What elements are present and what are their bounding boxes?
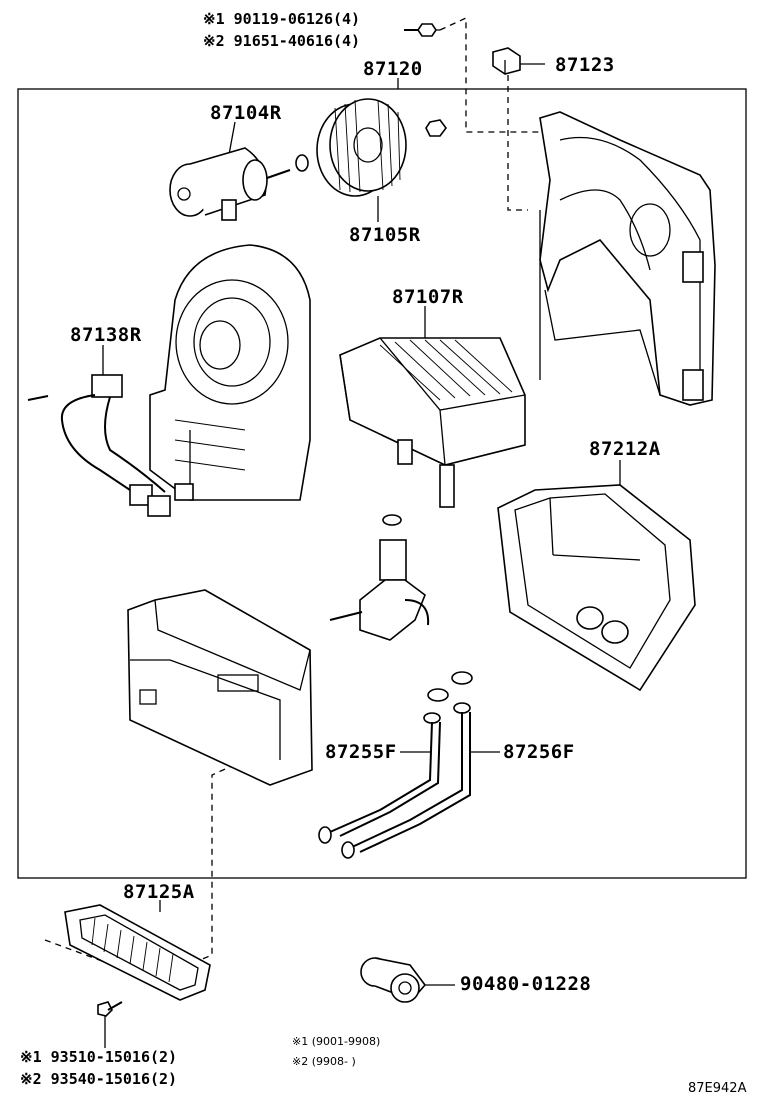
grommet-icon <box>360 957 427 1003</box>
heater-pipes-icon <box>318 671 473 859</box>
blower-motor-icon <box>169 147 291 221</box>
vent-grille-icon <box>64 904 211 1001</box>
duct-icon <box>127 589 313 786</box>
dashed-guide-vent <box>199 759 246 961</box>
label-87212A: 87212A <box>589 438 661 460</box>
label-87104R: 87104R <box>210 102 282 124</box>
label-87107R: 87107R <box>392 286 464 308</box>
blower-case-icon <box>149 244 311 501</box>
label-87123: 87123 <box>555 54 615 76</box>
wire-harness-icon <box>27 374 194 517</box>
blower-housing-upper-icon <box>539 111 716 406</box>
fastener-bottom-line1: ※1 93510-15016(2) <box>20 1048 178 1066</box>
washer-icon <box>295 154 309 172</box>
bolt-top-icon <box>404 23 437 37</box>
figure-reference: 87E942A <box>688 1081 747 1096</box>
label-87256F: 87256F <box>503 741 575 763</box>
label-87120: 87120 <box>363 58 423 80</box>
note-1: ※1 (9001-9908) <box>292 1035 381 1048</box>
label-87255F: 87255F <box>325 741 397 763</box>
note-2: ※2 (9908- ) <box>292 1055 356 1068</box>
dashed-guide-clip <box>507 75 528 211</box>
label-87138R: 87138R <box>70 324 142 346</box>
heater-core-icon <box>339 337 526 508</box>
fan-wheel-icon <box>316 98 407 197</box>
nut-icon <box>425 119 447 137</box>
dashed-guide-top <box>439 16 540 133</box>
fastener-top-line1: ※1 90119-06126(4) <box>203 10 361 28</box>
screw-bottom-icon <box>97 1001 123 1017</box>
label-90480-01228: 90480-01228 <box>460 973 592 995</box>
fastener-top-line2: ※2 91651-40616(4) <box>203 32 361 50</box>
fastener-bottom-line2: ※2 93540-15016(2) <box>20 1070 178 1088</box>
label-87105R: 87105R <box>349 224 421 246</box>
lower-case-icon <box>497 484 696 692</box>
water-valve-icon <box>329 514 430 641</box>
clip-87123-icon <box>492 47 521 75</box>
label-87125A: 87125A <box>123 881 195 903</box>
assembly-frame <box>17 88 747 879</box>
